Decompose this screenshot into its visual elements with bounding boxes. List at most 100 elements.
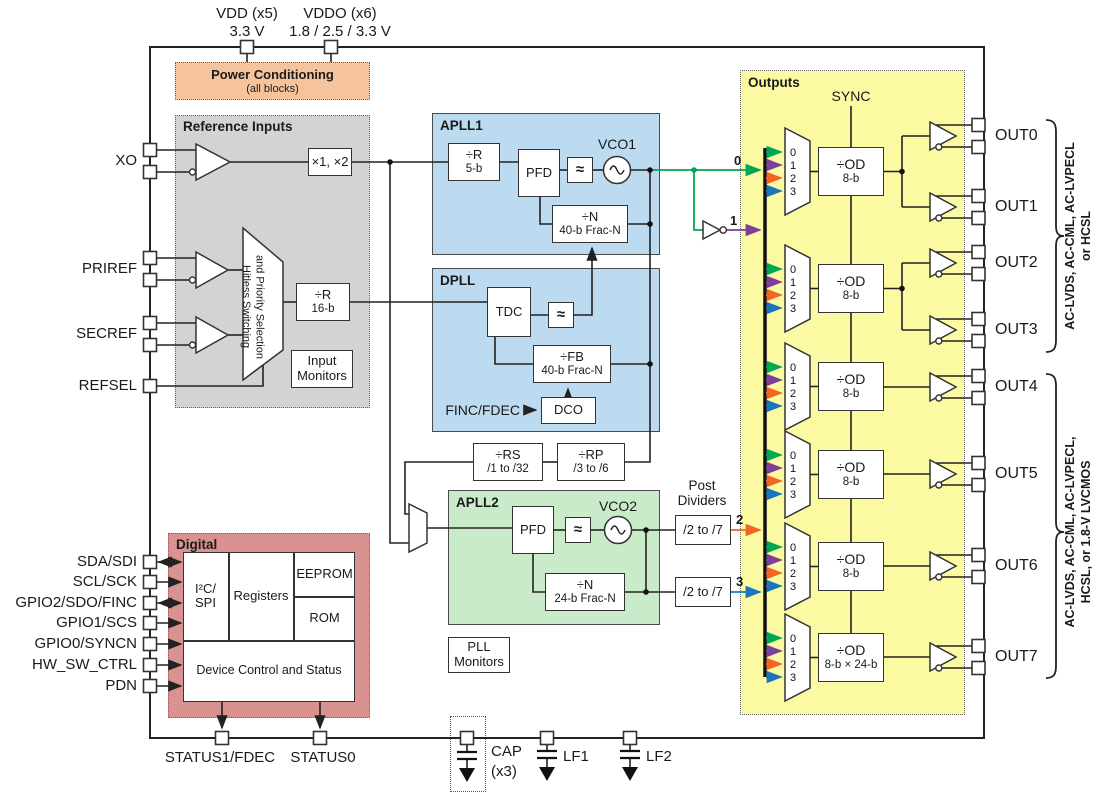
xo-buffer-icon bbox=[195, 142, 232, 182]
power-conditioning-subtitle: (all blocks) bbox=[246, 83, 299, 95]
power-conditioning-block bbox=[175, 62, 370, 100]
rom-cell: ROM bbox=[309, 610, 340, 625]
cap-dashed-box bbox=[450, 716, 486, 792]
pin-out3-n bbox=[971, 333, 986, 349]
secref-pin-label: SECREF bbox=[76, 325, 137, 342]
pin-out6-p bbox=[971, 547, 986, 563]
sine-icons bbox=[609, 165, 626, 535]
digital-divider bbox=[183, 640, 355, 642]
digital-divider bbox=[293, 596, 355, 598]
pin-out0-n bbox=[971, 139, 986, 155]
output-mux-1 bbox=[784, 126, 811, 217]
vdd-label: VDD (x5) bbox=[216, 5, 278, 22]
registers-cell: Registers bbox=[233, 588, 289, 603]
apll1-loop-filter-icon: ≈ bbox=[567, 157, 593, 183]
apll1-pfd-box: PFD bbox=[518, 149, 560, 197]
out2-label: OUT2 bbox=[995, 254, 1038, 271]
rp-divider-box: ÷RP/3 to /6 bbox=[557, 443, 625, 481]
out7-label: OUT7 bbox=[995, 648, 1038, 665]
out6-label: OUT6 bbox=[995, 557, 1038, 574]
digital-core-box bbox=[183, 552, 355, 702]
pin-sda-sdi bbox=[142, 554, 158, 570]
svg-text:3: 3 bbox=[790, 581, 796, 593]
pin-out6-n bbox=[971, 569, 986, 585]
outputs-title: Outputs bbox=[748, 75, 800, 90]
pin-lf1 bbox=[539, 730, 555, 746]
pin-hw-sw-ctrl bbox=[142, 657, 158, 673]
pin-out7-n bbox=[971, 660, 986, 676]
sync-label: SYNC bbox=[831, 88, 871, 104]
pin-priref-n bbox=[142, 272, 158, 288]
svg-text:3: 3 bbox=[790, 672, 796, 684]
pin-priref-p bbox=[142, 250, 158, 266]
apll2-title: APLL2 bbox=[456, 495, 499, 510]
route-tap-3: 3 bbox=[736, 574, 744, 589]
vdd-voltage: 3.3 V bbox=[229, 23, 265, 40]
secref-buffer-icon bbox=[195, 315, 230, 355]
post-divider-b-box: /2 to /7 bbox=[675, 577, 731, 607]
svg-text:3: 3 bbox=[790, 489, 796, 501]
pin-cap bbox=[459, 730, 475, 746]
svg-text:2: 2 bbox=[790, 476, 796, 488]
lf2-pin-label: LF2 bbox=[646, 748, 672, 765]
pin-vdd bbox=[239, 39, 255, 55]
svg-text:1: 1 bbox=[790, 277, 796, 289]
svg-text:2: 2 bbox=[790, 659, 796, 671]
pin-out7-p bbox=[971, 638, 986, 654]
status1-pin-label: STATUS1/FDEC bbox=[164, 749, 276, 766]
route-tap-1: 1 bbox=[730, 213, 738, 228]
output-mux-4 bbox=[784, 429, 811, 520]
out2-driver-icon bbox=[929, 247, 958, 279]
out3-driver-icon bbox=[929, 314, 958, 346]
vddo-voltage: 1.8 / 2.5 / 3.3 V bbox=[289, 23, 391, 40]
vco2-label: VCO2 bbox=[598, 498, 638, 514]
digital-title: Digital bbox=[176, 537, 218, 552]
out0-driver-icon bbox=[929, 120, 958, 152]
svg-text:0: 0 bbox=[790, 147, 796, 159]
mux-input-numbers: 01 23 01 23 01 23 01 23 01 23 01 23 bbox=[790, 147, 796, 684]
capacitor-icons bbox=[457, 749, 640, 761]
out7-driver-icon bbox=[929, 641, 958, 673]
svg-text:2: 2 bbox=[790, 388, 796, 400]
rs-divider-box: ÷RS/1 to /32 bbox=[473, 443, 543, 481]
output-mux-6 bbox=[784, 612, 811, 703]
gpio1-pin-label: GPIO1/SCS bbox=[56, 614, 137, 631]
output-mux-5 bbox=[784, 521, 811, 612]
svg-text:1: 1 bbox=[790, 555, 796, 567]
dpll-loop-filter-icon: ≈ bbox=[548, 302, 574, 328]
vco1-label: VCO1 bbox=[597, 136, 637, 152]
refsel-pin-label: REFSEL bbox=[78, 377, 137, 394]
pin-out4-n bbox=[971, 390, 986, 406]
out5-driver-icon bbox=[929, 458, 958, 490]
dpll-tdc-box: TDC bbox=[487, 287, 531, 337]
svg-text:2: 2 bbox=[790, 173, 796, 185]
svg-text:1: 1 bbox=[790, 160, 796, 172]
diagram-shapes bbox=[195, 120, 958, 703]
scl-sck-pin-label: SCL/SCK bbox=[72, 573, 137, 590]
svg-text:3: 3 bbox=[790, 186, 796, 198]
pin-refsel bbox=[142, 378, 158, 394]
vddo-label: VDDO (x6) bbox=[303, 5, 377, 22]
ground-arrow-icons bbox=[459, 767, 638, 782]
out4-label: OUT4 bbox=[995, 378, 1038, 395]
pin-xo-n bbox=[142, 164, 158, 180]
output-mux-3 bbox=[784, 341, 811, 432]
priref-pin-label: PRIREF bbox=[81, 260, 137, 277]
xo-pin-label: XO bbox=[115, 152, 137, 169]
i2c-spi-cell: I²C/SPI bbox=[195, 581, 216, 611]
out6-driver-icon bbox=[929, 550, 958, 582]
apll2-ref-mux bbox=[408, 502, 428, 554]
out4-driver-icon bbox=[929, 371, 958, 403]
